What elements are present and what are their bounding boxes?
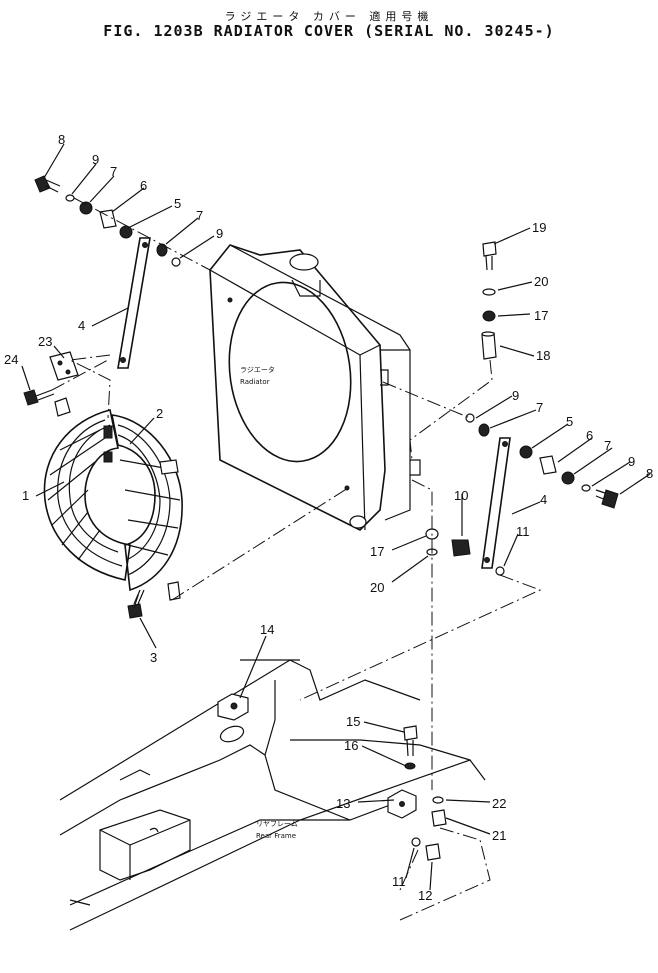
part-10-bolt (451, 510, 471, 557)
part-9-washer-left-2 (171, 257, 181, 267)
callout-14: 14 (260, 622, 274, 637)
part-7-washer-left (79, 201, 93, 215)
part-15-bolt (403, 725, 418, 757)
callout-21: 21 (492, 828, 506, 843)
callout-17: 17 (370, 544, 384, 559)
callout-23: 23 (38, 334, 52, 349)
callout-24: 24 (4, 352, 18, 367)
callout-5: 5 (174, 196, 181, 211)
part-1-fan-guard (43, 409, 131, 581)
part-9-washer-right (465, 413, 475, 423)
callout-6: 6 (586, 428, 593, 443)
callout-8: 8 (58, 132, 65, 147)
callout-19: 19 (532, 220, 546, 235)
callout-12: 12 (418, 888, 432, 903)
radiator-body (209, 244, 421, 531)
callout-13: 13 (336, 796, 350, 811)
callout-3: 3 (150, 650, 157, 665)
part-8-bolt-right (595, 489, 619, 509)
callout-7: 7 (110, 164, 117, 179)
leader-lines (21, 143, 651, 891)
callout-9: 9 (512, 388, 519, 403)
callout-15: 15 (346, 714, 360, 729)
callout-7: 7 (536, 400, 543, 415)
callout-6: 6 (140, 178, 147, 193)
rear-frame (59, 659, 486, 931)
callout-11: 11 (392, 874, 406, 889)
part-23-plate (49, 351, 79, 381)
radiator-label-en: Radiator (240, 378, 270, 386)
part-8-bolt-left (34, 175, 61, 193)
callout-20: 20 (534, 274, 548, 289)
part-7-washer-right-2 (561, 471, 575, 485)
part-18-collar (481, 331, 497, 360)
callout-16: 16 (344, 738, 358, 753)
part-5-cushion-right (519, 445, 533, 459)
part-9-washer-left (65, 194, 75, 202)
callout-10: 10 (454, 488, 468, 503)
radiator-label-jp: ラジエータ (240, 365, 275, 374)
rear-frame-label-en: Rear Frame (256, 832, 296, 840)
part-14-bracket (217, 693, 249, 721)
part-17-cushion-upper (482, 310, 496, 322)
part-12-nut (425, 843, 441, 861)
callout-2: 2 (156, 406, 163, 421)
callout-numbers: 8 9 7 6 5 7 9 4 23 24 2 1 3 14 19 20 17 … (4, 132, 653, 903)
callout-5: 5 (566, 414, 573, 429)
figure-title-japanese: ラジエータ カバー 適用号機 (224, 10, 434, 23)
part-24-bolt (23, 389, 55, 406)
part-13-bracket (387, 789, 417, 819)
rear-frame-label-jp: リヤフレーム (256, 820, 298, 828)
callout-9: 9 (628, 454, 635, 469)
part-19-bolt (482, 241, 497, 271)
callout-17: 17 (534, 308, 548, 323)
callout-8: 8 (646, 466, 653, 481)
callout-22: 22 (492, 796, 506, 811)
part-6-collar-right (539, 455, 557, 475)
part-11-washer-upper (495, 566, 505, 576)
part-2-fan-guard-upper (54, 397, 183, 601)
assembly-center-lines (51, 197, 542, 921)
callout-4: 4 (540, 492, 547, 507)
part-6-collar-left (99, 209, 117, 229)
part-4-stay-left (117, 237, 151, 369)
part-21-nut (431, 809, 447, 827)
callout-7: 7 (604, 438, 611, 453)
part-7-washer-right (478, 423, 490, 437)
callout-18: 18 (536, 348, 550, 363)
callout-1: 1 (22, 488, 29, 503)
part-16-washer (404, 762, 416, 770)
callout-20: 20 (370, 580, 384, 595)
callout-11: 11 (516, 524, 530, 539)
callout-7: 7 (196, 208, 203, 223)
part-22-washer (432, 796, 444, 804)
part-9-washer-right-2 (581, 484, 591, 492)
part-7-washer-left-2 (156, 243, 168, 257)
part-11-washer-lower (411, 837, 421, 847)
callout-4: 4 (78, 318, 85, 333)
callout-9: 9 (92, 152, 99, 167)
part-5-cushion-left (119, 225, 133, 239)
part-3-bolt (127, 589, 145, 619)
figure-title: FIG. 1203B RADIATOR COVER (SERIAL NO. 30… (103, 22, 555, 40)
part-20-washer-upper (482, 288, 496, 296)
callout-9: 9 (216, 226, 223, 241)
part-4-stay-right (481, 437, 511, 569)
